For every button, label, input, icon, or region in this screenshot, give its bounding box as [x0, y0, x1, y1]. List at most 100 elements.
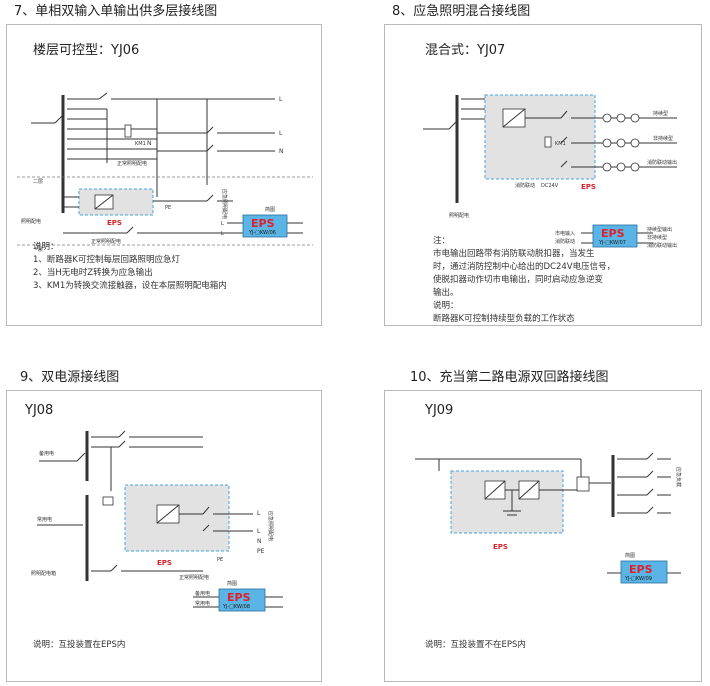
normal-feed-label: 正常照明配电 — [179, 574, 209, 581]
lighting-box-label: 照明配电 — [21, 218, 41, 225]
eps-badge — [218, 588, 266, 612]
note-line: 说明： — [33, 242, 59, 252]
wire — [98, 92, 108, 100]
section-title-yj09: 10、充当第二路电源双回路接线图 — [410, 370, 609, 385]
note-line: 时，通过消防控制中心给出的DC24V电压信号， — [433, 262, 616, 272]
ats-symbol — [102, 496, 114, 506]
model-title-yj07: 混合式：YJ07 — [425, 43, 506, 58]
notes-yj07: 注： 市电输出回路带有消防联动脱扣器，当发生 时，通过消防控制中心给出的DC24… — [433, 235, 615, 326]
wire — [502, 108, 526, 128]
emergency-load-label: 应急照明配电 — [221, 189, 228, 219]
diagram-yj09: EPS 应急负载 简图 EPS YJ-□KW/09 — [415, 452, 682, 584]
n-label: N — [279, 148, 284, 155]
eps-badge — [242, 214, 288, 238]
ats-symbol — [576, 476, 590, 492]
wire — [202, 524, 210, 532]
notes-yj09: 说明：互投装置不在EPS内 — [425, 639, 526, 652]
section-title-yj06: 7、单相双输入单输出供多层接线图 — [14, 4, 218, 19]
diagram-yj08: 备用电 EPS PE L L N PE 应急照明配电 常用电 照明配电箱 正常照 — [31, 430, 283, 612]
wire — [206, 144, 214, 152]
lamp-icon — [602, 113, 640, 172]
eps-label: EPS — [157, 559, 172, 567]
diagram-yj07: KM1 消防联动 DC24V EPS 照明配电 持续型 非持续型 消防联动输出 … — [423, 94, 677, 249]
pe-label: PE — [217, 557, 223, 563]
eps-box — [78, 188, 154, 216]
km1-coil — [544, 136, 552, 148]
km1-label: KM1 — [555, 141, 566, 147]
wire — [518, 480, 540, 500]
symbol-label: 简图 — [625, 552, 635, 559]
backup-label: 备用电 — [39, 450, 54, 457]
wire — [560, 110, 568, 119]
n-label: N — [147, 140, 152, 147]
wire — [76, 452, 86, 462]
symbol-label: 简图 — [227, 580, 237, 587]
wire — [94, 194, 114, 210]
km1-label: KM1 — [135, 141, 146, 147]
wire — [646, 488, 654, 496]
dc-label: DC24V — [541, 183, 559, 189]
in2-label: 消防联动 — [555, 238, 575, 245]
floor1-label: 一层 — [33, 247, 43, 253]
note-line: 2、当H无电时Z转换为应急输出 — [33, 268, 153, 278]
l-label: L — [221, 221, 224, 227]
wire — [118, 430, 126, 438]
pe-label: PE — [165, 205, 171, 211]
wire — [646, 506, 654, 514]
panel-yj06: 楼层可控型：YJ06 KM1 正常照明配电 L L N N 二层 — [6, 24, 322, 326]
diagram-yj06: KM1 正常照明配电 L L N N 二层 EPS PE 照明配电 正常照明配电… — [17, 92, 313, 253]
wire — [484, 480, 506, 500]
panel-yj09: YJ09 EPS 应急负载 简图 EPS Y — [384, 390, 702, 682]
model-title-yj08: YJ08 — [25, 403, 54, 418]
section-title-yj08: 9、双电源接线图 — [20, 370, 120, 385]
normal-feed-lower-label: 正常照明配电 — [91, 238, 121, 245]
l-label: L — [279, 130, 283, 137]
eps-box — [484, 94, 596, 180]
notes-yj06: 说明： 1、断路器K可控制每层回路照明应急灯 2、当H无电时Z转换为应急输出 3… — [33, 241, 227, 293]
wire — [206, 126, 214, 134]
badge-model: YJ-□KW/08 — [222, 604, 250, 610]
lighting-box-label: 照明配电箱 — [31, 570, 56, 577]
wire — [560, 136, 568, 144]
badge-eps: EPS — [251, 217, 275, 230]
model-title-yj06: 楼层可控型：YJ06 — [33, 43, 140, 58]
wire — [560, 160, 568, 168]
badge-model: YJ-□KW/07 — [598, 240, 626, 246]
note-line: 使脱扣器动作切市电输出，同时启动应急逆变 — [433, 275, 604, 285]
note-line: 注： — [433, 236, 451, 246]
note-line: 输出。 — [433, 288, 459, 298]
note-line: 断路器K可控制持续型负载的工作状态 — [433, 314, 575, 324]
l-label: L — [221, 231, 224, 237]
l-label: L — [279, 96, 283, 103]
wire — [202, 506, 210, 515]
section-title-yj07: 8、应急照明混合接线图 — [392, 4, 531, 19]
load1-label: 持续型 — [653, 110, 668, 117]
note-line: 市电输出回路带有消防联动脱扣器，当发生 — [433, 249, 595, 259]
panel-yj07: 混合式：YJ07 KM1 消防联动 DC24V EPS 照明配电 — [384, 24, 702, 326]
l-label: L — [257, 510, 261, 517]
wire — [646, 452, 654, 460]
wire — [646, 470, 654, 478]
panel-yj08: YJ08 备用电 EPS PE L L N PE 应急照明配电 常用电 照 — [6, 390, 322, 682]
load-label: 应急负载 — [675, 467, 682, 487]
wire — [448, 120, 458, 130]
note-line: 说明：互投装置不在EPS内 — [425, 640, 526, 650]
note-line: 说明： — [433, 301, 459, 311]
normal-feed-upper-label: 正常照明配电 — [117, 160, 147, 167]
wire — [156, 504, 180, 524]
load3-label: 消防联动输出 — [647, 159, 677, 166]
l-label: L — [257, 528, 261, 535]
badge-eps: EPS — [629, 563, 653, 576]
notes-yj08: 说明：互投装置在EPS内 — [33, 639, 125, 652]
in2-label: 常用电 — [195, 600, 210, 607]
eps-badge — [620, 560, 668, 584]
km1-coil — [124, 124, 132, 138]
eps-label: EPS — [493, 543, 508, 551]
load2-label: 非持续型 — [653, 135, 673, 142]
in1-label: 市电输入 — [555, 230, 575, 237]
badge-eps: EPS — [227, 591, 251, 604]
wire — [206, 194, 214, 202]
out3-label: 消防联动输出 — [647, 242, 677, 249]
wire — [110, 564, 118, 572]
pe-label: PE — [257, 548, 265, 555]
